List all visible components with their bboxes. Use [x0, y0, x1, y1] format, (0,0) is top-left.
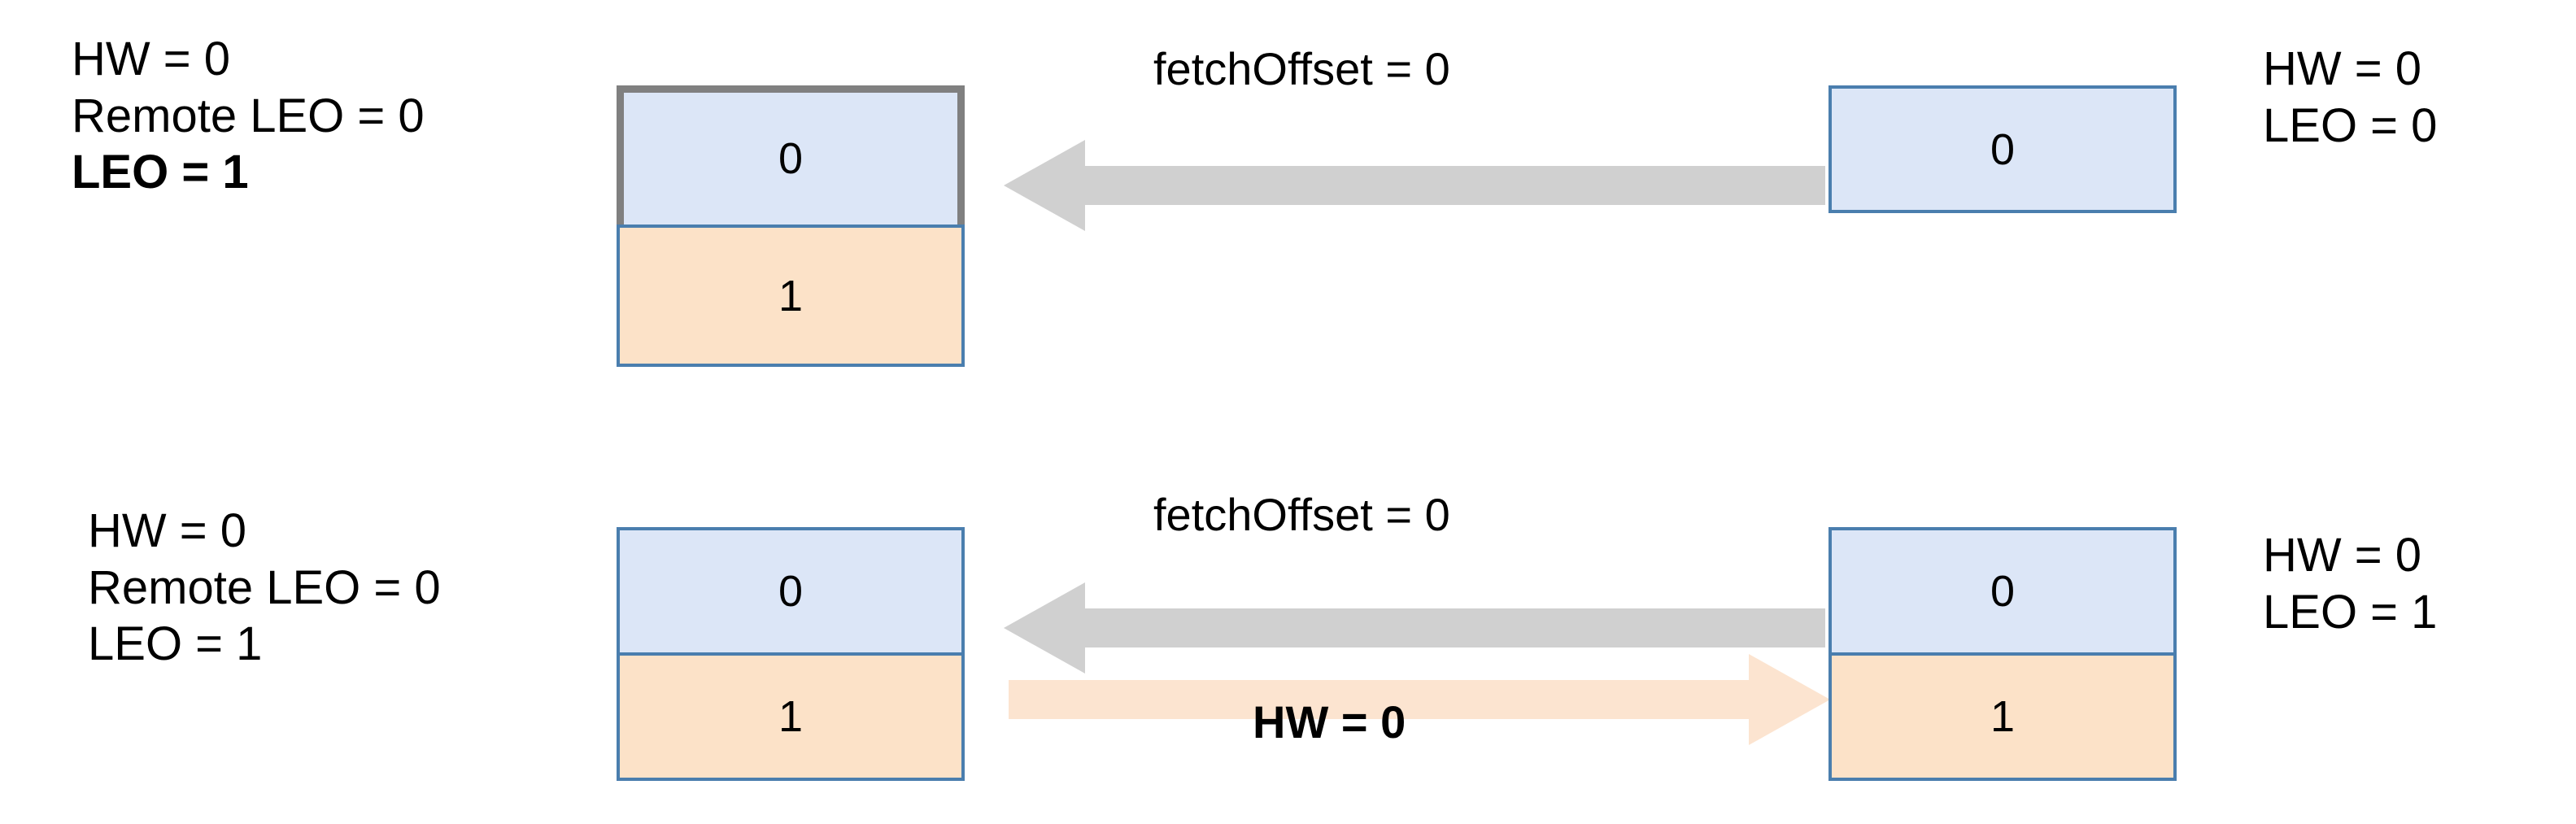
row-2-left-log-box: 0 1 — [617, 527, 965, 781]
row-2-left-label-remote-leo: Remote LEO = 0 — [88, 560, 441, 614]
row-2-hw-arrow-caption: HW = 0 — [1253, 696, 1406, 748]
row-2-left-label-leo: LEO = 1 — [88, 617, 263, 671]
row-2-right-label-hw: HW = 0 — [2263, 529, 2421, 582]
row-1-left-label-remote-leo: Remote LEO = 0 — [72, 89, 425, 142]
row-2-left-log-cell-0: 0 — [617, 527, 965, 656]
row-1-right-state-labels: HW = 0 LEO = 0 — [2263, 41, 2437, 154]
row-1-right-label-hw: HW = 0 — [2263, 42, 2421, 95]
row-2-right-log-cell-0: 0 — [1828, 527, 2177, 656]
row-1-left-log-cell-0: 0 — [617, 85, 965, 228]
row-1-left-label-hw: HW = 0 — [72, 33, 230, 85]
row-2-right-log-box: 0 1 — [1828, 527, 2177, 781]
row-1-right-log-box: 0 — [1828, 85, 2177, 213]
row-2-fetch-arrow-caption: fetchOffset = 0 — [1153, 489, 1450, 540]
row-1-left-log-box: 0 1 — [617, 85, 965, 367]
row-2-right-label-leo: LEO = 1 — [2263, 585, 2438, 639]
row-1-right-log-cell-0: 0 — [1828, 85, 2177, 213]
row-1-right-label-leo: LEO = 0 — [2263, 98, 2438, 152]
row-1-left-label-leo: LEO = 1 — [72, 146, 249, 199]
row-2-right-state-labels: HW = 0 LEO = 1 — [2263, 527, 2437, 640]
row-2-right-log-cell-1: 1 — [1828, 652, 2177, 781]
row-1-left-state-labels: HW = 0 Remote LEO = 0 LEO = 1 — [72, 31, 425, 201]
row-1-left-log-cell-1: 1 — [617, 225, 965, 367]
row-1-fetch-arrow-caption: fetchOffset = 0 — [1153, 43, 1450, 94]
row-2-left-log-cell-1: 1 — [617, 652, 965, 781]
row-2-left-label-hw: HW = 0 — [88, 504, 246, 557]
row-2-left-state-labels: HW = 0 Remote LEO = 0 LEO = 1 — [88, 503, 441, 673]
